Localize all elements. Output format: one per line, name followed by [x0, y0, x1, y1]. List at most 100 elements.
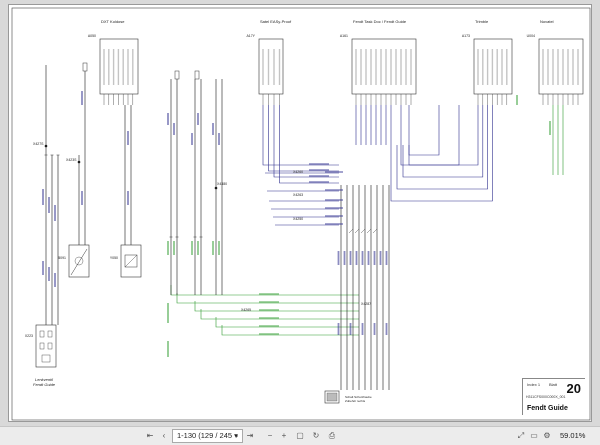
wire-designation — [48, 197, 50, 213]
wire-designation — [385, 323, 388, 335]
novatel-module: Novatel U004 — [527, 19, 584, 105]
green-bus-wire — [194, 301, 359, 312]
wire-bundle-mark — [354, 228, 360, 234]
x4287-tag: X4287 — [361, 302, 371, 306]
satel-bus-wire — [262, 105, 339, 166]
wire-bundle-mark — [366, 228, 372, 234]
module-pin-label — [112, 49, 115, 85]
wire-designation — [259, 325, 279, 327]
viewer-toolbar: ⇤ ‹ 1-130 (129 / 245 ▾ › ⇥ − + ▢ ↻ ⎙ ⤢ ▭… — [0, 426, 600, 445]
wire-designation — [173, 123, 175, 135]
wire-designation — [81, 191, 83, 205]
module-pin-label — [380, 49, 382, 85]
wire-designation — [197, 241, 199, 255]
wire-designation — [309, 163, 329, 165]
module-pin-label — [360, 49, 362, 85]
x4250-id: X4250 — [293, 217, 303, 221]
x4260-id: X4260 — [293, 170, 303, 174]
accessory-caption-2: Zubehör rechts — [345, 399, 366, 403]
module-pin-label — [400, 49, 402, 85]
wire-designation — [167, 341, 169, 357]
trimble-module: Trimble A173 — [462, 19, 513, 105]
module-pin-label — [385, 49, 387, 85]
module-pin-label — [577, 49, 579, 85]
page-indicator[interactable]: 1-130 (129 / 245 ▾ — [172, 429, 243, 443]
satel-module: Satel EASy-Proof A17Y — [246, 19, 292, 105]
rotate-icon[interactable]: ↻ — [312, 431, 320, 440]
wire-designation — [259, 317, 279, 319]
y050-id: Y050 — [110, 256, 118, 260]
b091-sensor: B091 — [58, 244, 90, 278]
module-pin-label — [132, 49, 134, 85]
zoom-in-icon[interactable]: + — [281, 431, 287, 440]
wire-designation — [173, 241, 175, 255]
fit-page-icon[interactable]: ▢ — [296, 431, 304, 440]
module-pin-label — [405, 49, 407, 85]
module-pin-label — [103, 49, 105, 85]
x4263-tag: X4263 — [293, 193, 303, 197]
previous-page-icon[interactable]: ‹ — [162, 431, 166, 440]
wire-designation — [309, 169, 329, 171]
zoom-level: 59.01% — [560, 431, 586, 440]
wire-designation — [361, 251, 364, 265]
next-page-icon[interactable]: › — [235, 431, 239, 440]
zoom-out-icon[interactable]: − — [267, 431, 273, 440]
dxt-module-label: DXT Koldose — [101, 19, 125, 24]
print-icon[interactable]: ⎙ — [328, 431, 336, 440]
dxt-module: DXT Koldose A050 — [88, 19, 139, 105]
brand-label: Fendt Guide — [527, 405, 568, 412]
x427s-id: X427S — [33, 142, 44, 146]
module-pin-label — [108, 49, 110, 85]
x4265-id: X4265 — [241, 308, 251, 312]
green-wire-group — [170, 105, 564, 336]
module-pin-label — [355, 49, 357, 85]
module-pin-label — [267, 49, 270, 85]
wire-designation — [325, 223, 343, 225]
module-pin-label — [390, 49, 392, 85]
wire-bundle-mark — [348, 228, 354, 234]
satel-bus-wire — [279, 105, 339, 184]
module-pin-label — [547, 49, 549, 85]
wire-bundle-mark — [372, 228, 378, 234]
module-pin-label — [496, 49, 498, 85]
module-pin-label — [375, 49, 377, 85]
wiring-diagram: DXT Koldose A050 Satel EASy-Proof A17Y F… — [11, 7, 591, 421]
module-pin-label — [365, 49, 367, 85]
module-pin-label — [552, 49, 554, 85]
green-bus-wire — [215, 317, 359, 328]
wire-designation — [127, 131, 129, 145]
black-wire-group — [44, 62, 390, 390]
settings-icon[interactable]: ⚙ — [543, 431, 551, 440]
trimble-bus-wire — [396, 105, 488, 190]
expand-icon[interactable]: ⤢ — [517, 431, 525, 440]
wire-designation — [349, 251, 352, 265]
comment-icon[interactable]: ▭ — [530, 431, 538, 440]
x423s-id: X423S — [66, 158, 77, 162]
module-pin-label — [567, 49, 569, 85]
module-pin-label — [557, 49, 559, 85]
module-pin-label — [501, 49, 503, 85]
wire-designation — [549, 121, 551, 135]
module-pin-label — [395, 49, 397, 85]
wire-designation — [212, 241, 214, 255]
wire-designation — [259, 309, 279, 311]
x223-caption-1: Lenkventil — [35, 377, 53, 382]
wire-designation — [337, 251, 340, 265]
wire-bundle-mark — [360, 228, 366, 234]
wire-designation — [337, 323, 340, 335]
x4265-tag: X4265 — [241, 308, 251, 312]
accessory-plug: Schalt Schutzhaube Zubehör rechts — [324, 390, 372, 404]
trimble-bus-wire — [402, 105, 484, 178]
wire-designation — [218, 241, 220, 255]
wire-designation — [373, 251, 376, 265]
index-label: Index 1 — [527, 382, 541, 387]
b091-id: B091 — [58, 256, 66, 260]
trimble-module-id: A173 — [462, 34, 470, 38]
wire-designation — [54, 205, 56, 221]
wire-designation — [54, 273, 56, 287]
wire-designation — [167, 241, 169, 255]
first-page-icon[interactable]: ⇤ — [146, 431, 154, 440]
wire-designation — [48, 267, 50, 281]
module-pin-label — [477, 49, 479, 85]
last-page-icon[interactable]: ⇥ — [246, 431, 254, 440]
